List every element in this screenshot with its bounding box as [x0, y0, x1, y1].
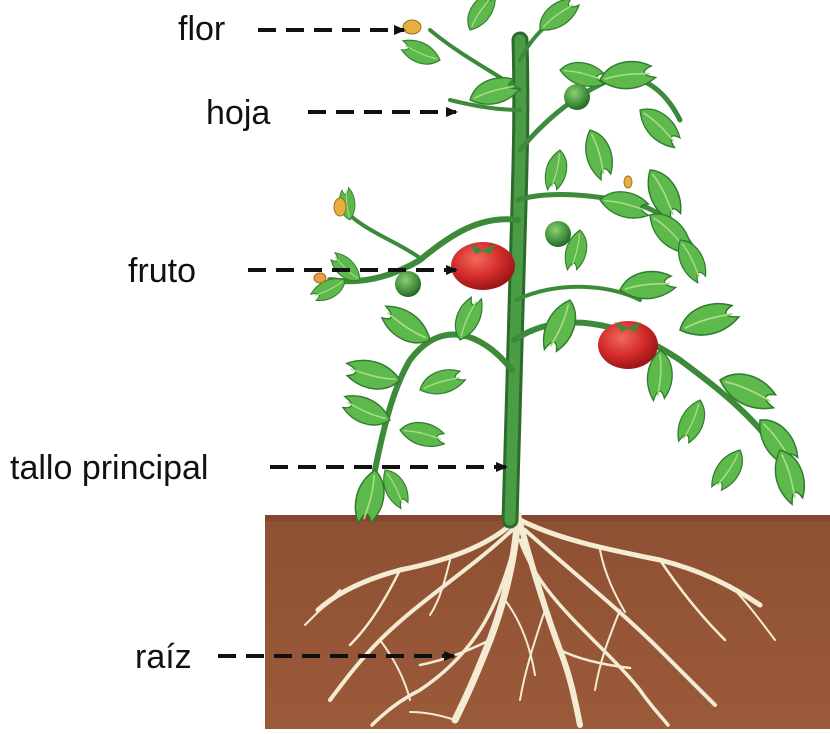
- main-stem: [510, 40, 521, 520]
- label-flor: flor: [178, 12, 225, 46]
- label-raiz: raíz: [135, 640, 192, 674]
- red-tomato: [451, 242, 515, 290]
- label-hoja: hoja: [206, 96, 270, 130]
- leaves: [309, 0, 812, 527]
- label-fruto: fruto: [128, 254, 196, 288]
- green-tomato: [395, 271, 421, 297]
- green-tomato: [545, 221, 571, 247]
- label-tallo-principal: tallo principal: [10, 451, 208, 485]
- green-tomato: [564, 84, 590, 110]
